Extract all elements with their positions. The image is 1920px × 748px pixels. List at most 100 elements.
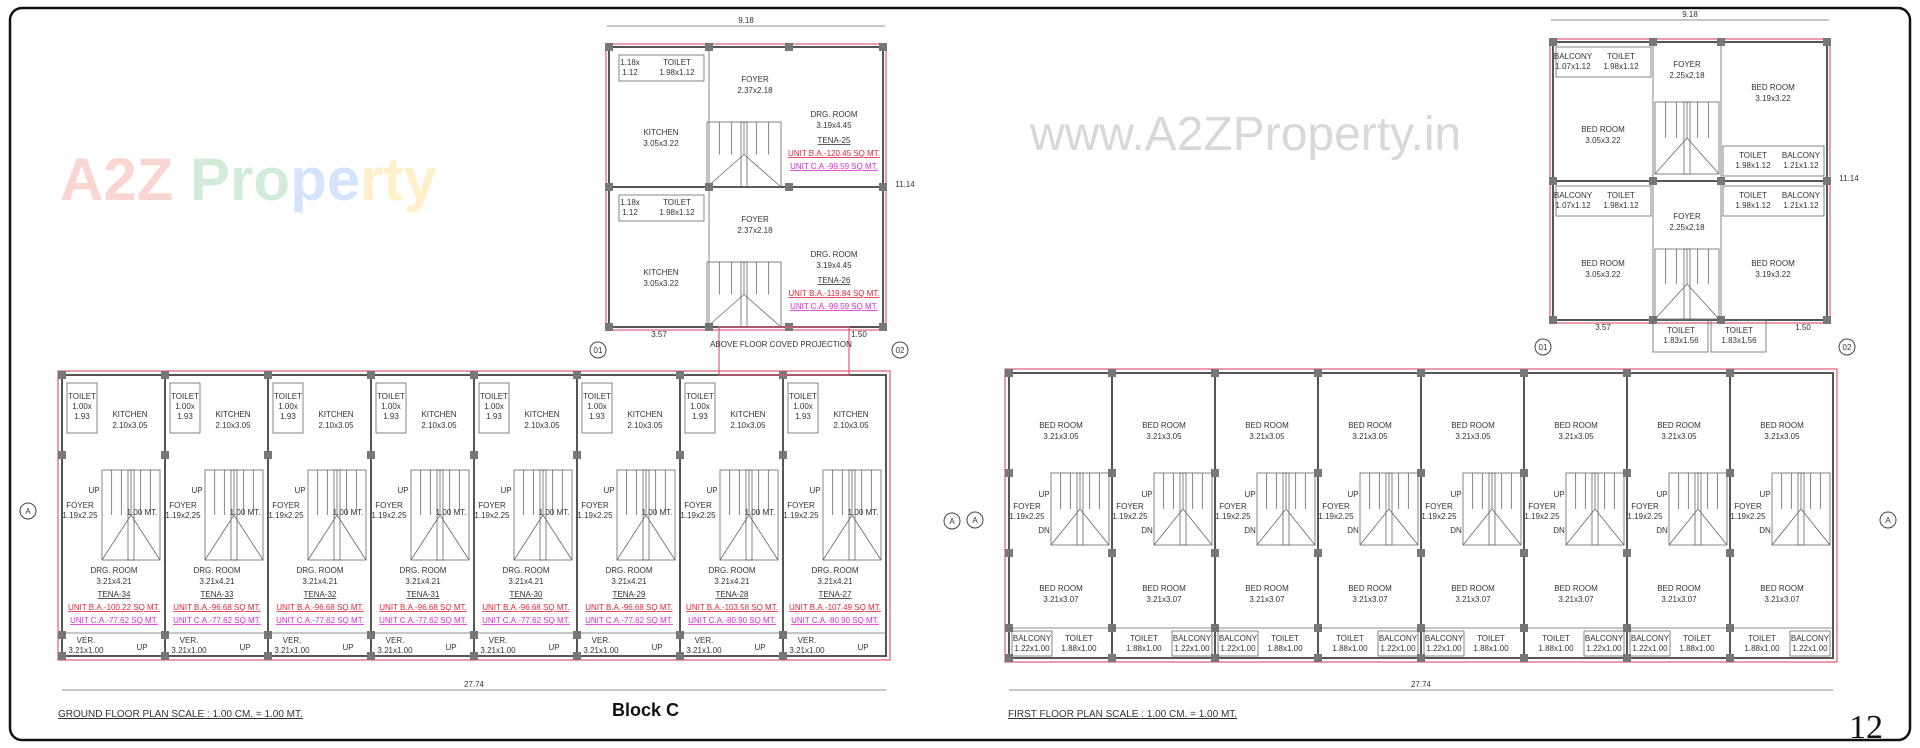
column	[573, 371, 581, 379]
up-label: UP	[342, 643, 353, 652]
toilet-wall	[618, 194, 705, 222]
stair-width-label: 1.00 MT.	[230, 508, 261, 517]
column	[1649, 177, 1657, 185]
bedroom-label: 3.21x3.07	[1661, 595, 1697, 604]
drawing-room-label: DRG. ROOM	[296, 566, 343, 575]
stair-railing	[1179, 472, 1187, 546]
first-floor-caption: FIRST FLOOR PLAN SCALE : 1.00 CM. = 1.00…	[1008, 709, 1237, 720]
column	[605, 183, 613, 191]
carpet-area: UNIT C.A.-99.59 SQ MT.	[790, 162, 878, 171]
bedroom-label: 3.21x3.05	[1043, 432, 1079, 441]
column	[1520, 549, 1528, 557]
column	[470, 451, 478, 459]
toilet-label: TOILET	[68, 392, 96, 401]
drawing-room-label: 3.19x4.45	[816, 121, 852, 130]
up-label: UP	[1141, 490, 1152, 499]
column	[1623, 654, 1631, 662]
foyer-label: FOYER	[1631, 502, 1659, 511]
balcony-label: 1.07x1.12	[1555, 62, 1591, 71]
bedroom-label: BED ROOM	[1581, 125, 1625, 134]
carpet-area: UNIT C.A.-80.90 SQ MT.	[791, 616, 879, 625]
grid-marker-a: A	[25, 507, 31, 516]
kitchen-label: KITCHEN	[643, 268, 678, 277]
stair-railing	[333, 469, 341, 561]
toilet-wall	[684, 382, 716, 434]
foyer-label: FOYER	[66, 501, 94, 510]
balcony-label: BALCONY	[1554, 52, 1593, 61]
column	[1717, 177, 1725, 185]
column	[367, 451, 375, 459]
foyer-label: FOYER	[375, 501, 403, 510]
toilet-label: TOILET	[1683, 634, 1711, 643]
built-up-area: UNIT B.A.-96.68 SQ MT.	[585, 603, 672, 612]
up-label: UP	[397, 486, 408, 495]
verandah-label: VER.	[489, 636, 508, 645]
built-up-area: UNIT B.A.-96.68 SQ MT.	[482, 603, 569, 612]
toilet-label: 1.98x1.12	[1603, 201, 1639, 210]
built-up-area: UNIT B.A.-100.22 SQ MT.	[68, 603, 160, 612]
column	[879, 323, 887, 331]
bedroom-label: 3.19x3.22	[1755, 270, 1791, 279]
up-label: UP	[754, 643, 765, 652]
foyer-label: FOYER	[1013, 502, 1041, 511]
column	[1108, 549, 1116, 557]
drawing-room-label: 3.21x4.21	[405, 577, 441, 586]
column	[58, 371, 66, 379]
stair-line	[1800, 508, 1831, 546]
column	[1623, 549, 1631, 557]
kitchen-label: KITCHEN	[627, 410, 662, 419]
stair-railing	[127, 469, 135, 561]
toilet-wall	[272, 382, 304, 434]
column	[1520, 654, 1528, 662]
stair-line	[1388, 508, 1419, 546]
staircase	[706, 121, 782, 188]
toilet-label: 1.93	[177, 412, 193, 421]
toilet-wall	[1710, 319, 1767, 353]
column	[779, 652, 787, 660]
foyer-label: FOYER	[1673, 212, 1701, 221]
carpet-area: UNIT C.A.-77.62 SQ MT.	[482, 616, 570, 625]
stair-railing	[1488, 472, 1496, 546]
stair-railing	[745, 469, 753, 561]
kitchen-label: KITCHEN	[421, 410, 456, 419]
stair-width-label: 1.00 MT.	[642, 508, 673, 517]
bedroom-label: 3.19x3.22	[1755, 94, 1791, 103]
grid-marker-01: 01	[594, 346, 603, 355]
stair-line	[1686, 137, 1720, 175]
toilet-label: 1.00x	[690, 402, 710, 411]
foyer-label: FOYER	[684, 501, 712, 510]
drawing-room-label: DRG. ROOM	[502, 566, 549, 575]
ground-floor-caption: GROUND FLOOR PLAN SCALE : 1.00 CM. = 1.0…	[58, 709, 303, 720]
bedroom-label: BED ROOM	[1451, 584, 1495, 593]
toilet-label: TOILET	[1667, 326, 1695, 335]
bedroom-label: 3.21x3.05	[1352, 432, 1388, 441]
balcony-label: 1.07x1.12	[1555, 201, 1591, 210]
stair-line	[1153, 508, 1184, 546]
dimension-label: 1.50	[1795, 323, 1811, 332]
foyer-label: 1.19x2.25	[268, 511, 304, 520]
stair-line	[1050, 508, 1081, 546]
up-label: UP	[1656, 490, 1667, 499]
toilet-label: 1.88x1.00	[1126, 644, 1162, 653]
foyer-label: 1.19x2.25	[1215, 512, 1251, 521]
foyer-label: 1.19x2.25	[577, 511, 613, 520]
column	[1726, 369, 1734, 377]
bedroom-label: 3.21x3.05	[1249, 432, 1285, 441]
projection-label: ABOVE FLOOR COVED PROJECTION	[710, 340, 852, 349]
stair-width-label: 1.00 MT.	[127, 508, 158, 517]
toilet-label: TOILET	[663, 198, 691, 207]
balcony-label: BALCONY	[1782, 151, 1821, 160]
grid-marker	[1838, 338, 1856, 356]
staircase	[1565, 472, 1625, 546]
column	[470, 652, 478, 660]
column	[1520, 369, 1528, 377]
carpet-area: UNIT C.A.-77.62 SQ MT.	[585, 616, 673, 625]
stair-line	[645, 514, 676, 561]
toilet-wall	[375, 382, 407, 434]
bedroom-label: BED ROOM	[1348, 421, 1392, 430]
built-up-area: UNIT B.A.-119.84 SQ MT.	[788, 289, 879, 298]
overall-width-label: 27.74	[464, 680, 485, 689]
toilet-label: 1.00x	[793, 402, 813, 411]
